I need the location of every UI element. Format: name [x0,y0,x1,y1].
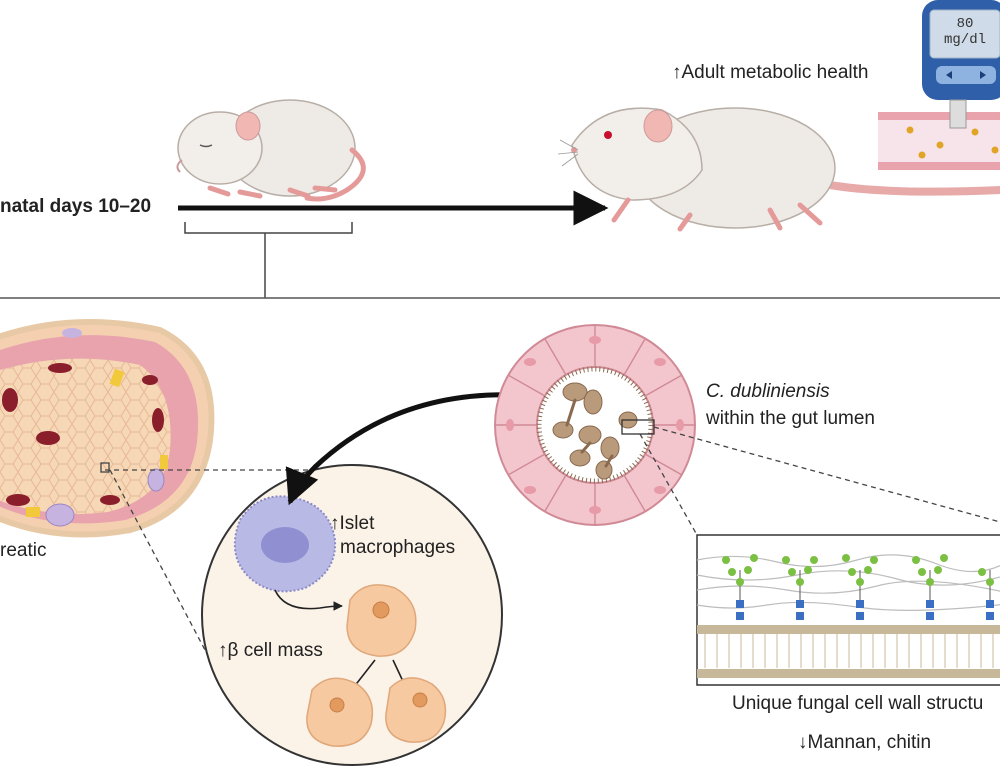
cell-wall-panel [696,534,1000,686]
cell-wall-title: Unique fungal cell wall structu [732,693,984,714]
glucometer-readout: 80 mg/dl [930,16,1000,48]
macrophage-label-line2: macrophages [340,537,456,558]
glucometer-value: 80 [956,16,974,32]
mannan-glycans [722,554,994,620]
beta-cell-top [346,584,417,657]
outcome-label: ↑Adult metabolic health [672,62,869,83]
blood-vessel [878,112,1000,170]
timeline-bracket [184,222,353,298]
macrophage-label: ↑Islet macrophages [330,512,455,560]
timeline-label: natal days 10–20 [0,196,152,217]
fungus-to-macrophage-arrow [285,392,546,506]
pup-mouse [176,99,366,202]
beta-cell-label: ↑β cell mass [218,640,323,661]
macrophage-label-line1: ↑Islet [330,513,375,534]
zoom-lines-left [100,462,320,651]
glucometer-unit: mg/dl [943,32,986,48]
gut-location: within the gut lumen [706,408,875,429]
pancreatic-islet [0,319,215,538]
adult-mouse [557,107,1000,232]
beta-cell-right [385,677,447,743]
pancreas-label: reatic [0,540,47,561]
species-name: C. dubliniensis [706,381,830,402]
gut-label: C. dubliniensis within the gut lumen [706,378,875,432]
cell-wall-change: ↓Mannan, chitin [798,732,932,753]
glucometer [922,0,1000,129]
islet-inset [201,464,503,766]
beta-cell-left [306,677,374,747]
membrane-bilayer [697,625,1000,678]
macrophage-cell [233,495,337,593]
gut-cross-section [494,324,696,526]
zoom-lines-right [639,426,1000,536]
